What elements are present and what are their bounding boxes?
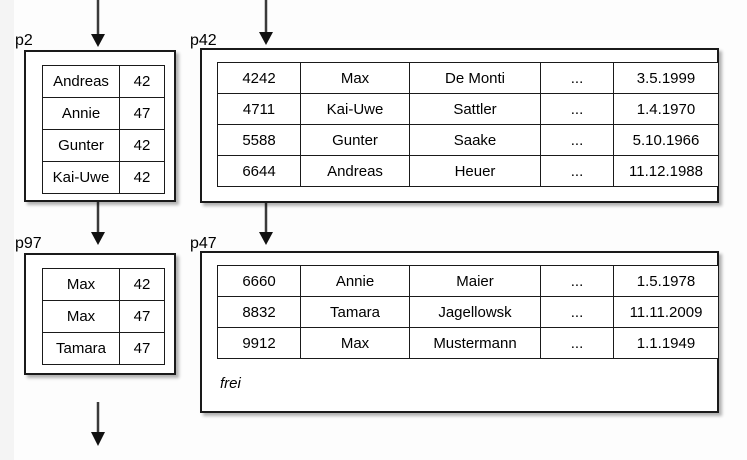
arrow-into-p42 — [256, 0, 276, 48]
table-p97: Max 42 Max 47 Tamara 47 — [42, 268, 165, 365]
page-label-p47: p47 — [190, 235, 217, 252]
cell-last-name: Saake — [409, 124, 541, 156]
cell-ellipsis: ... — [540, 62, 614, 94]
cell-ellipsis: ... — [540, 265, 614, 297]
cell-last-name: Sattler — [409, 93, 541, 125]
page-box-p97: Max 42 Max 47 Tamara 47 — [24, 253, 176, 375]
table-row: Gunter 42 — [42, 129, 165, 162]
arrow-p42-to-p47 — [256, 200, 276, 248]
table-row: 8832 Tamara Jagellowsk ... 11.11.2009 — [217, 296, 719, 328]
cell-first-name: Kai-Uwe — [300, 93, 410, 125]
page-label-p97: p97 — [15, 235, 42, 252]
cell-id: 8832 — [217, 296, 301, 328]
cell-id: 6644 — [217, 155, 301, 187]
page-box-p2: Andreas 42 Annie 47 Gunter 42 Kai-Uwe 42 — [24, 50, 176, 202]
cell-last-name: Maier — [409, 265, 541, 297]
cell-first-name: Annie — [300, 265, 410, 297]
cell-first-name: Max — [300, 62, 410, 94]
cell-date: 1.1.1949 — [613, 327, 719, 359]
cell-first-name: Tamara — [300, 296, 410, 328]
cell-name: Max — [42, 268, 120, 301]
cell-ellipsis: ... — [540, 155, 614, 187]
arrow-into-p2 — [88, 0, 108, 48]
cell-last-name: Mustermann — [409, 327, 541, 359]
cell-id: 6660 — [217, 265, 301, 297]
cell-first-name: Max — [300, 327, 410, 359]
table-row: 9912 Max Mustermann ... 1.1.1949 — [217, 327, 719, 359]
cell-date: 1.5.1978 — [613, 265, 719, 297]
cell-id: 4242 — [217, 62, 301, 94]
cell-id: 9912 — [217, 327, 301, 359]
cell-value: 42 — [119, 65, 165, 98]
cell-last-name: Jagellowsk — [409, 296, 541, 328]
cell-ellipsis: ... — [540, 296, 614, 328]
table-row: 4711 Kai-Uwe Sattler ... 1.4.1970 — [217, 93, 719, 125]
cell-name: Annie — [42, 97, 120, 130]
cell-name: Max — [42, 300, 120, 333]
page-box-p47: 6660 Annie Maier ... 1.5.1978 8832 Tamar… — [200, 251, 719, 413]
table-row: Andreas 42 — [42, 65, 165, 98]
table-row: Tamara 47 — [42, 332, 165, 365]
cell-first-name: Gunter — [300, 124, 410, 156]
page-box-p42: 4242 Max De Monti ... 3.5.1999 4711 Kai-… — [200, 48, 719, 203]
cell-value: 42 — [119, 268, 165, 301]
cell-value: 47 — [119, 97, 165, 130]
cell-name: Kai-Uwe — [42, 161, 120, 194]
arrow-out-of-p97 — [88, 402, 108, 450]
table-p47: 6660 Annie Maier ... 1.5.1978 8832 Tamar… — [217, 265, 719, 359]
table-row: 5588 Gunter Saake ... 5.10.1966 — [217, 124, 719, 156]
cell-last-name: Heuer — [409, 155, 541, 187]
cell-value: 47 — [119, 300, 165, 333]
page-label-p2: p2 — [15, 32, 33, 49]
cell-first-name: Andreas — [300, 155, 410, 187]
cell-date: 1.4.1970 — [613, 93, 719, 125]
cell-date: 5.10.1966 — [613, 124, 719, 156]
table-row: 6644 Andreas Heuer ... 11.12.1988 — [217, 155, 719, 187]
table-row: 6660 Annie Maier ... 1.5.1978 — [217, 265, 719, 297]
cell-ellipsis: ... — [540, 327, 614, 359]
cell-date: 3.5.1999 — [613, 62, 719, 94]
cell-name: Gunter — [42, 129, 120, 162]
cell-date: 11.12.1988 — [613, 155, 719, 187]
left-gutter-strip — [0, 0, 14, 460]
cell-last-name: De Monti — [409, 62, 541, 94]
cell-id: 5588 — [217, 124, 301, 156]
free-space-label: frei — [220, 375, 241, 392]
cell-date: 11.11.2009 — [613, 296, 719, 328]
table-row: Annie 47 — [42, 97, 165, 130]
arrow-p2-to-p97 — [88, 198, 108, 246]
table-row: Max 42 — [42, 268, 165, 301]
cell-id: 4711 — [217, 93, 301, 125]
table-row: 4242 Max De Monti ... 3.5.1999 — [217, 62, 719, 94]
table-row: Max 47 — [42, 300, 165, 333]
cell-ellipsis: ... — [540, 93, 614, 125]
cell-value: 42 — [119, 161, 165, 194]
table-p42: 4242 Max De Monti ... 3.5.1999 4711 Kai-… — [217, 62, 719, 187]
table-p2: Andreas 42 Annie 47 Gunter 42 Kai-Uwe 42 — [42, 65, 165, 194]
cell-ellipsis: ... — [540, 124, 614, 156]
cell-value: 42 — [119, 129, 165, 162]
cell-name: Tamara — [42, 332, 120, 365]
cell-name: Andreas — [42, 65, 120, 98]
page-label-p42: p42 — [190, 32, 217, 49]
table-row: Kai-Uwe 42 — [42, 161, 165, 194]
cell-value: 47 — [119, 332, 165, 365]
